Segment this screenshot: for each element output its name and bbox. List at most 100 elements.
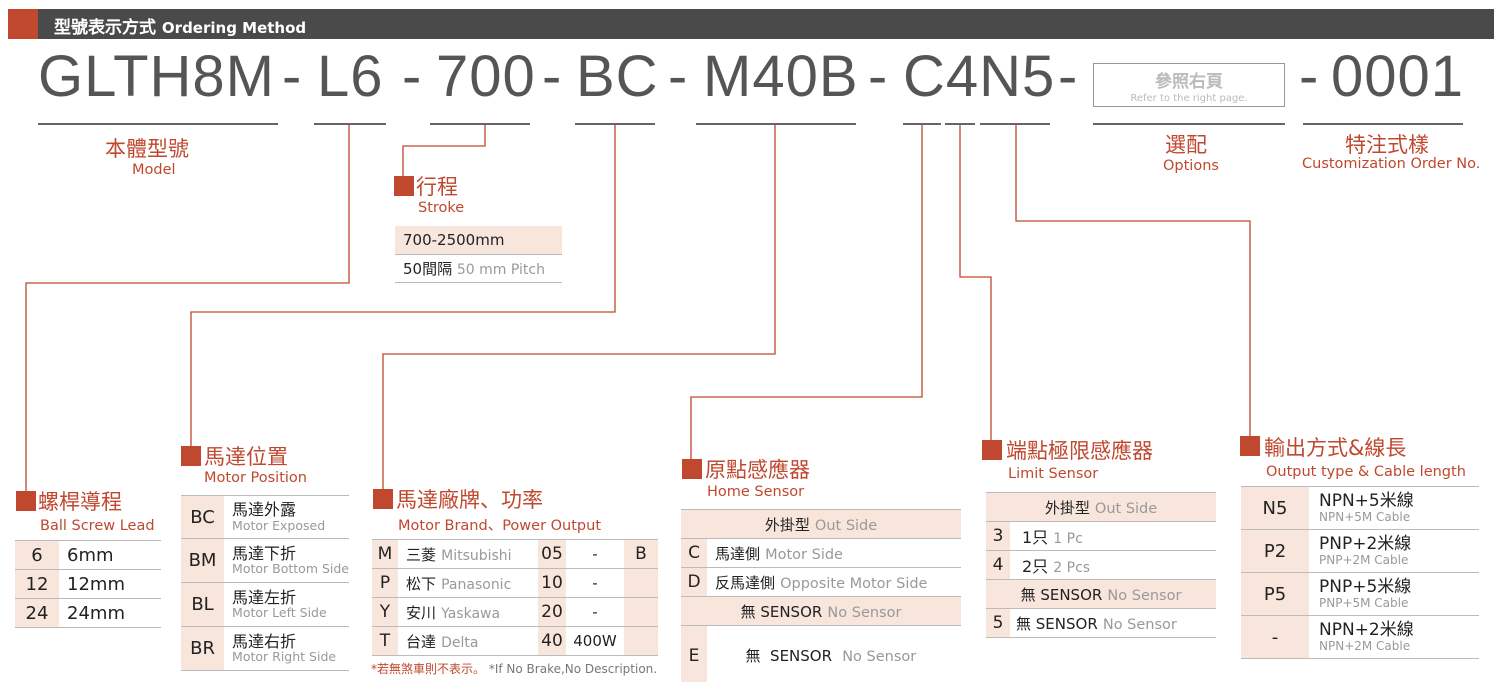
output-desc: PNP+2米線 PNP+2M Cable bbox=[1309, 529, 1479, 573]
home-sensor-header: 外掛型 Out Side bbox=[681, 509, 961, 539]
lead-label-zh: 螺桿導程 bbox=[38, 490, 122, 514]
code-model: GLTH8M bbox=[38, 44, 275, 109]
motor-brand-zh: 松下 bbox=[406, 574, 437, 593]
output-label-en: Output type & Cable length bbox=[1266, 464, 1466, 480]
output-desc: NPN+5米線 NPN+5M Cable bbox=[1309, 486, 1479, 530]
output-marker bbox=[1240, 436, 1260, 456]
table-row: 12 12mm bbox=[15, 569, 161, 599]
motor-position-en: Motor Bottom Side bbox=[232, 561, 349, 577]
home-sensor-code: C bbox=[681, 538, 707, 568]
table-row: BC 馬達外露 Motor Exposed bbox=[181, 495, 349, 539]
table-row: 外掛型 Out Side bbox=[681, 509, 961, 539]
stroke-pitch: 50間隔 50 mm Pitch bbox=[395, 254, 562, 283]
limit-sensor-code: 3 bbox=[986, 521, 1010, 551]
table-row: 50間隔 50 mm Pitch bbox=[395, 254, 562, 283]
lead-code: 24 bbox=[15, 598, 59, 628]
motor-position-desc: 馬達右折 Motor Right Side bbox=[224, 626, 349, 671]
motor-power-code: 10 bbox=[538, 568, 566, 598]
limit-sensor-code: 4 bbox=[986, 550, 1010, 580]
motor-brand-code: M bbox=[372, 539, 398, 569]
underline-limit-sensor bbox=[945, 123, 975, 125]
motor-brand-zh: 安川 bbox=[406, 603, 437, 622]
lead-code: 12 bbox=[15, 569, 59, 599]
table-row: 外掛型 Out Side bbox=[986, 492, 1216, 522]
code-dash: - bbox=[1299, 44, 1319, 109]
table-row: P 松下 Panasonic 10 - bbox=[372, 568, 658, 598]
home-sensor-label-zh: 原點感應器 bbox=[705, 458, 810, 482]
limit-sensor-zh: 無 SENSOR bbox=[1016, 614, 1098, 633]
header-accent-mark bbox=[8, 9, 38, 39]
motor-power-watt: - bbox=[566, 539, 624, 569]
lead-value: 12mm bbox=[59, 569, 161, 599]
motor-power-code: 05 bbox=[538, 539, 566, 569]
table-row: Y 安川 Yaskawa 20 - bbox=[372, 597, 658, 627]
home-sensor-code: D bbox=[681, 567, 707, 597]
underline-home-sensor bbox=[903, 123, 941, 125]
output-main: PNP+2米線 bbox=[1319, 533, 1412, 554]
table-row: BM 馬達下折 Motor Bottom Side bbox=[181, 538, 349, 583]
home-sensor-zh: 馬達側 bbox=[715, 544, 761, 563]
underline-output bbox=[980, 123, 1050, 125]
limit-sensor-none-zh: 無 SENSOR bbox=[1020, 585, 1103, 604]
output-sub: PNP+2M Cable bbox=[1319, 552, 1409, 567]
motor-position-zh: 馬達左折 bbox=[232, 587, 297, 607]
motor-brake-code bbox=[624, 597, 658, 627]
code-dash: - bbox=[402, 44, 422, 109]
stroke-range: 700-2500mm bbox=[395, 226, 562, 255]
limit-sensor-zh: 1只 bbox=[1022, 528, 1049, 547]
motor-brand-name: 松下 Panasonic bbox=[398, 568, 538, 598]
table-row: P5 PNP+5米線 PNP+5M Cable bbox=[1241, 572, 1479, 616]
connector-home-sensor bbox=[690, 124, 923, 460]
limit-sensor-desc: 1只 1 Pc bbox=[1010, 521, 1216, 551]
motor-position-label-zh: 馬達位置 bbox=[204, 445, 288, 469]
underline-options bbox=[1093, 123, 1285, 125]
options-label-en: Options bbox=[1163, 158, 1219, 174]
stroke-label-zh: 行程 bbox=[416, 175, 458, 199]
motor-power-watt: - bbox=[566, 597, 624, 627]
limit-sensor-header-zh: 外掛型 bbox=[1044, 498, 1090, 517]
table-row: 3 1只 1 Pc bbox=[986, 521, 1216, 551]
motor-position-desc: 馬達下折 Motor Bottom Side bbox=[224, 538, 349, 583]
brake-note: *若無煞車則不表示。 *If No Brake,No Description. bbox=[371, 660, 657, 677]
motor-position-code: BC bbox=[181, 495, 225, 539]
output-main: NPN+2米線 bbox=[1319, 619, 1414, 640]
output-main: NPN+5米線 bbox=[1319, 490, 1414, 511]
header-bar: 型號表示方式 Ordering Method bbox=[8, 9, 1494, 39]
motor-brand-name: 三菱 Mitsubishi bbox=[398, 539, 538, 569]
output-sub: PNP+5M Cable bbox=[1319, 595, 1409, 610]
stroke-pitch-zh: 50間隔 bbox=[403, 259, 453, 278]
motor-position-en: Motor Right Side bbox=[232, 649, 337, 665]
limit-sensor-zh: 2只 bbox=[1022, 557, 1049, 576]
home-sensor-table: 外掛型 Out Side C 馬達側 Motor Side D 反馬達側 Opp… bbox=[681, 509, 961, 682]
limit-sensor-none: 無 SENSOR No Sensor bbox=[986, 579, 1216, 609]
motor-position-table: BC 馬達外露 Motor Exposed BM 馬達下折 Motor Bott… bbox=[181, 495, 349, 671]
motor-brand-name: 台達 Delta bbox=[398, 626, 538, 656]
motor-brand-code: T bbox=[372, 626, 398, 656]
home-sensor-none-en: No Sensor bbox=[827, 604, 902, 621]
table-row: 無 SENSOR No Sensor bbox=[681, 596, 961, 626]
output-code: P2 bbox=[1241, 529, 1309, 573]
output-code: N5 bbox=[1241, 486, 1309, 530]
output-main: PNP+5米線 bbox=[1319, 576, 1412, 597]
limit-sensor-label-en: Limit Sensor bbox=[1008, 466, 1099, 482]
home-sensor-en: Motor Side bbox=[765, 546, 843, 563]
table-row: 6 6mm bbox=[15, 540, 161, 570]
motor-position-en: Motor Exposed bbox=[232, 517, 326, 533]
motor-power-code: 40 bbox=[538, 626, 566, 656]
connector-output bbox=[1015, 124, 1251, 441]
home-sensor-en: No Sensor bbox=[842, 649, 917, 665]
home-sensor-zh: 無 SENSOR bbox=[745, 647, 833, 665]
page-title-en: Ordering Method bbox=[161, 19, 307, 37]
motor-brake-code bbox=[624, 568, 658, 598]
lead-marker bbox=[16, 491, 36, 511]
custom-label-zh: 特注式樣 bbox=[1345, 133, 1429, 157]
limit-sensor-desc: 無 SENSOR No Sensor bbox=[1010, 608, 1216, 638]
output-sub: NPN+2M Cable bbox=[1319, 638, 1411, 653]
limit-sensor-none-en: No Sensor bbox=[1107, 587, 1182, 604]
table-row: 無 SENSOR No Sensor bbox=[986, 579, 1216, 609]
motor-position-desc: 馬達左折 Motor Left Side bbox=[224, 582, 349, 627]
motor-position-code: BM bbox=[181, 538, 225, 583]
stroke-table: 700-2500mm 50間隔 50 mm Pitch bbox=[395, 226, 562, 283]
code-dash: - bbox=[282, 44, 302, 109]
home-sensor-marker bbox=[682, 459, 702, 479]
